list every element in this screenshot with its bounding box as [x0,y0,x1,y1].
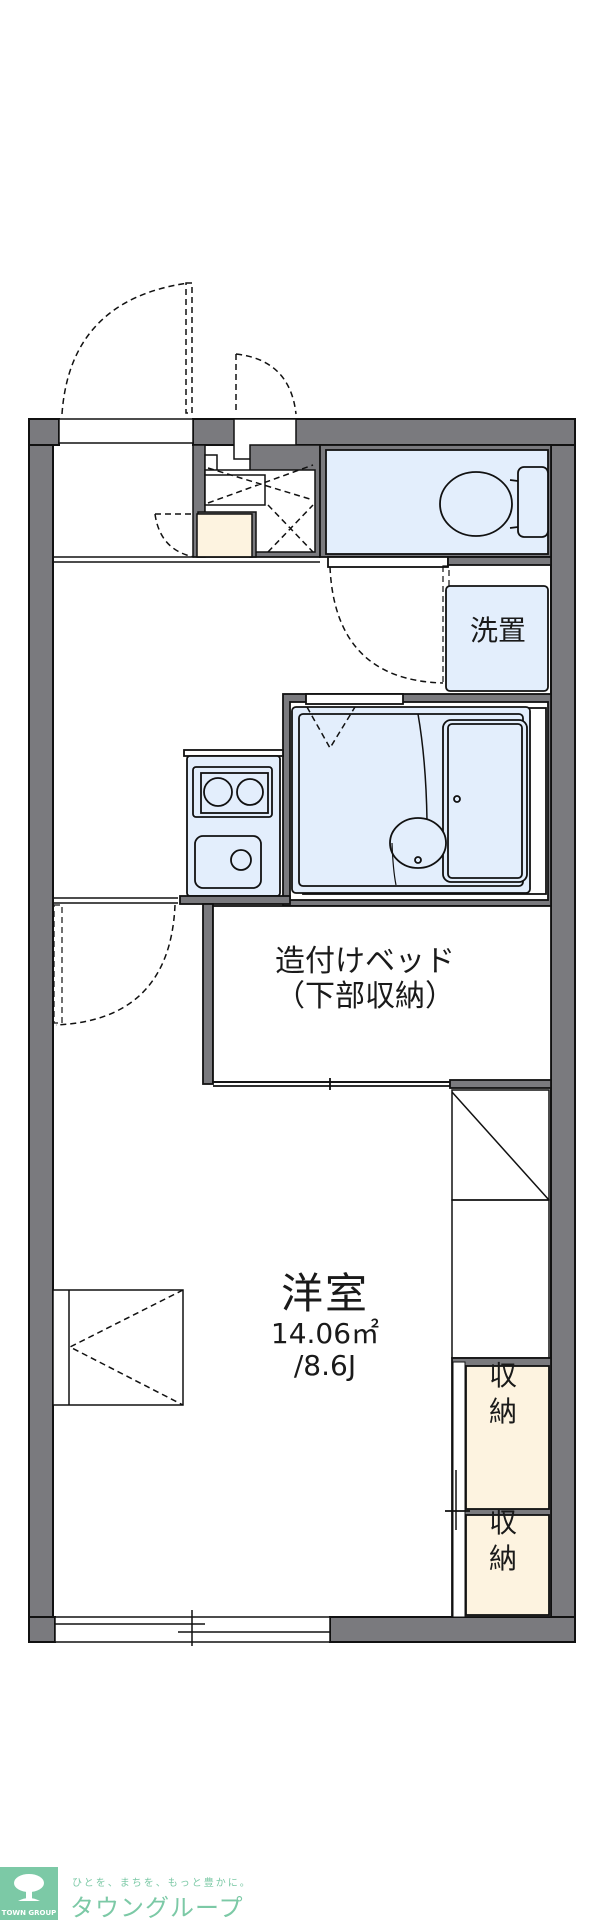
storage-2-line2: 納 [488,1542,517,1576]
toilet-room [319,444,552,568]
kitchen-sink-icon [194,835,262,889]
storage-1-line2: 納 [488,1395,517,1429]
entrance-door [58,282,194,444]
storage-label-1: 収 納 [473,1358,533,1431]
kitchen [179,749,291,905]
storage-label-2: 収 納 [473,1505,533,1578]
room-name: 洋室 [280,1269,369,1318]
storage-2-line1: 収 [488,1506,517,1539]
built-in-bed [202,903,552,1090]
washbasin-icon [389,817,447,886]
room-label-western: 洋室 14.06㎡ /8.6J [225,1269,425,1383]
meter-door [233,353,297,460]
shoe-box [196,513,253,558]
entry-partitions [53,444,321,563]
room-area: 14.06㎡ [270,1317,380,1351]
washer-space [445,585,549,692]
brand-name: タウングループ [70,1894,244,1922]
loft-ladder [451,1089,550,1359]
storage-closets [445,1357,552,1618]
hall-partition [53,897,178,1026]
bathtub-icon [442,719,528,883]
bed-label-line1: 造付けベッド [275,944,455,979]
washer-label: 洗置 [469,614,526,647]
town-group-logo: TOWN GROUP [0,1867,58,1920]
tree-icon [14,1874,44,1901]
tagline: ひとを、まちを、もっと豊かに。 [72,1878,252,1889]
window-unit [52,1289,184,1406]
logo-text: TOWN GROUP [1,1909,57,1917]
unit-bath [282,693,552,907]
room-jo: /8.6J [293,1349,357,1383]
kitchen-stove-icon [192,766,273,818]
bed-label-line2: （下部収納） [275,978,455,1014]
storage-1-line1: 収 [488,1359,517,1392]
bed-label: 造付けベッド （下部収納） [215,944,515,1014]
toilet-door-swing [329,566,444,684]
sliding-window [54,1610,331,1646]
toilet-icon [439,466,549,538]
